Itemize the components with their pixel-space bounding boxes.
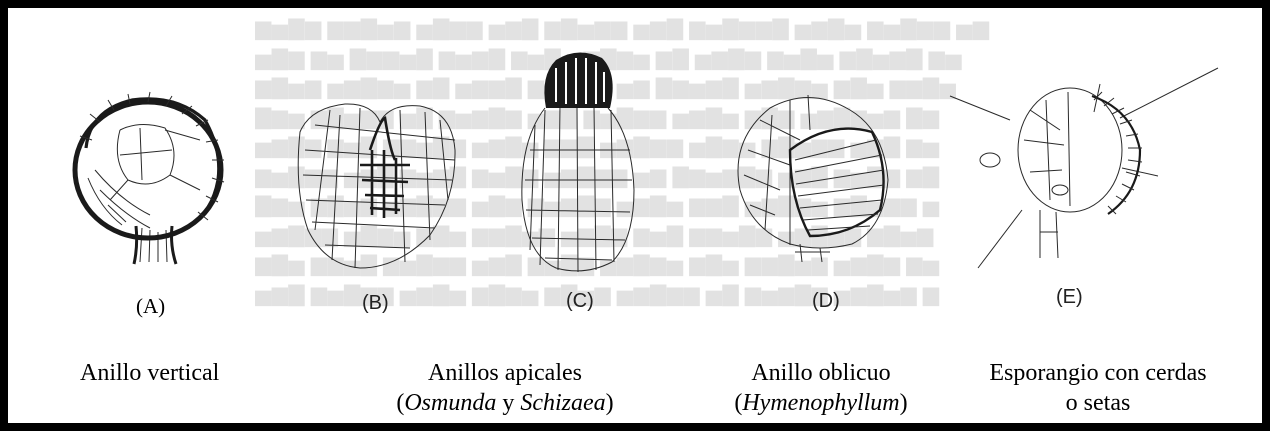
caption-apical-line1: Anillos apicales <box>370 358 640 388</box>
caption-apical-annuli: Anillos apicales (Osmunda y Schizaea) <box>370 358 640 418</box>
label-c: (C) <box>566 290 594 313</box>
caption-bristled-sporangium: Esporangio con cerdas o setas <box>958 358 1238 418</box>
sporangium-a-drawing <box>75 92 224 264</box>
sporangium-c-drawing <box>522 52 634 272</box>
sporangium-e-drawing <box>950 68 1218 268</box>
caption-oblique-annulus: Anillo oblicuo (Hymenophyllum) <box>726 358 916 418</box>
label-a: (A) <box>136 294 165 319</box>
caption-oblique-line1: Anillo oblicuo <box>726 358 916 388</box>
sporangium-d-drawing <box>738 95 888 262</box>
caption-bristled-line2: o setas <box>958 388 1238 418</box>
sporangium-b-drawing <box>298 104 455 268</box>
caption-oblique-line2: (Hymenophyllum) <box>726 388 916 418</box>
genus-hymenophyllum: Hymenophyllum <box>742 390 899 416</box>
genus-schizaea: Schizaea <box>520 390 605 416</box>
label-d: (D) <box>812 290 840 313</box>
label-b: (B) <box>362 292 389 315</box>
label-e: (E) <box>1056 286 1083 309</box>
genus-osmunda: Osmunda <box>404 390 496 416</box>
caption-bristled-line1: Esporangio con cerdas <box>958 358 1238 388</box>
caption-apical-line2: (Osmunda y Schizaea) <box>370 388 640 418</box>
caption-vertical-annulus: Anillo vertical <box>80 358 219 388</box>
